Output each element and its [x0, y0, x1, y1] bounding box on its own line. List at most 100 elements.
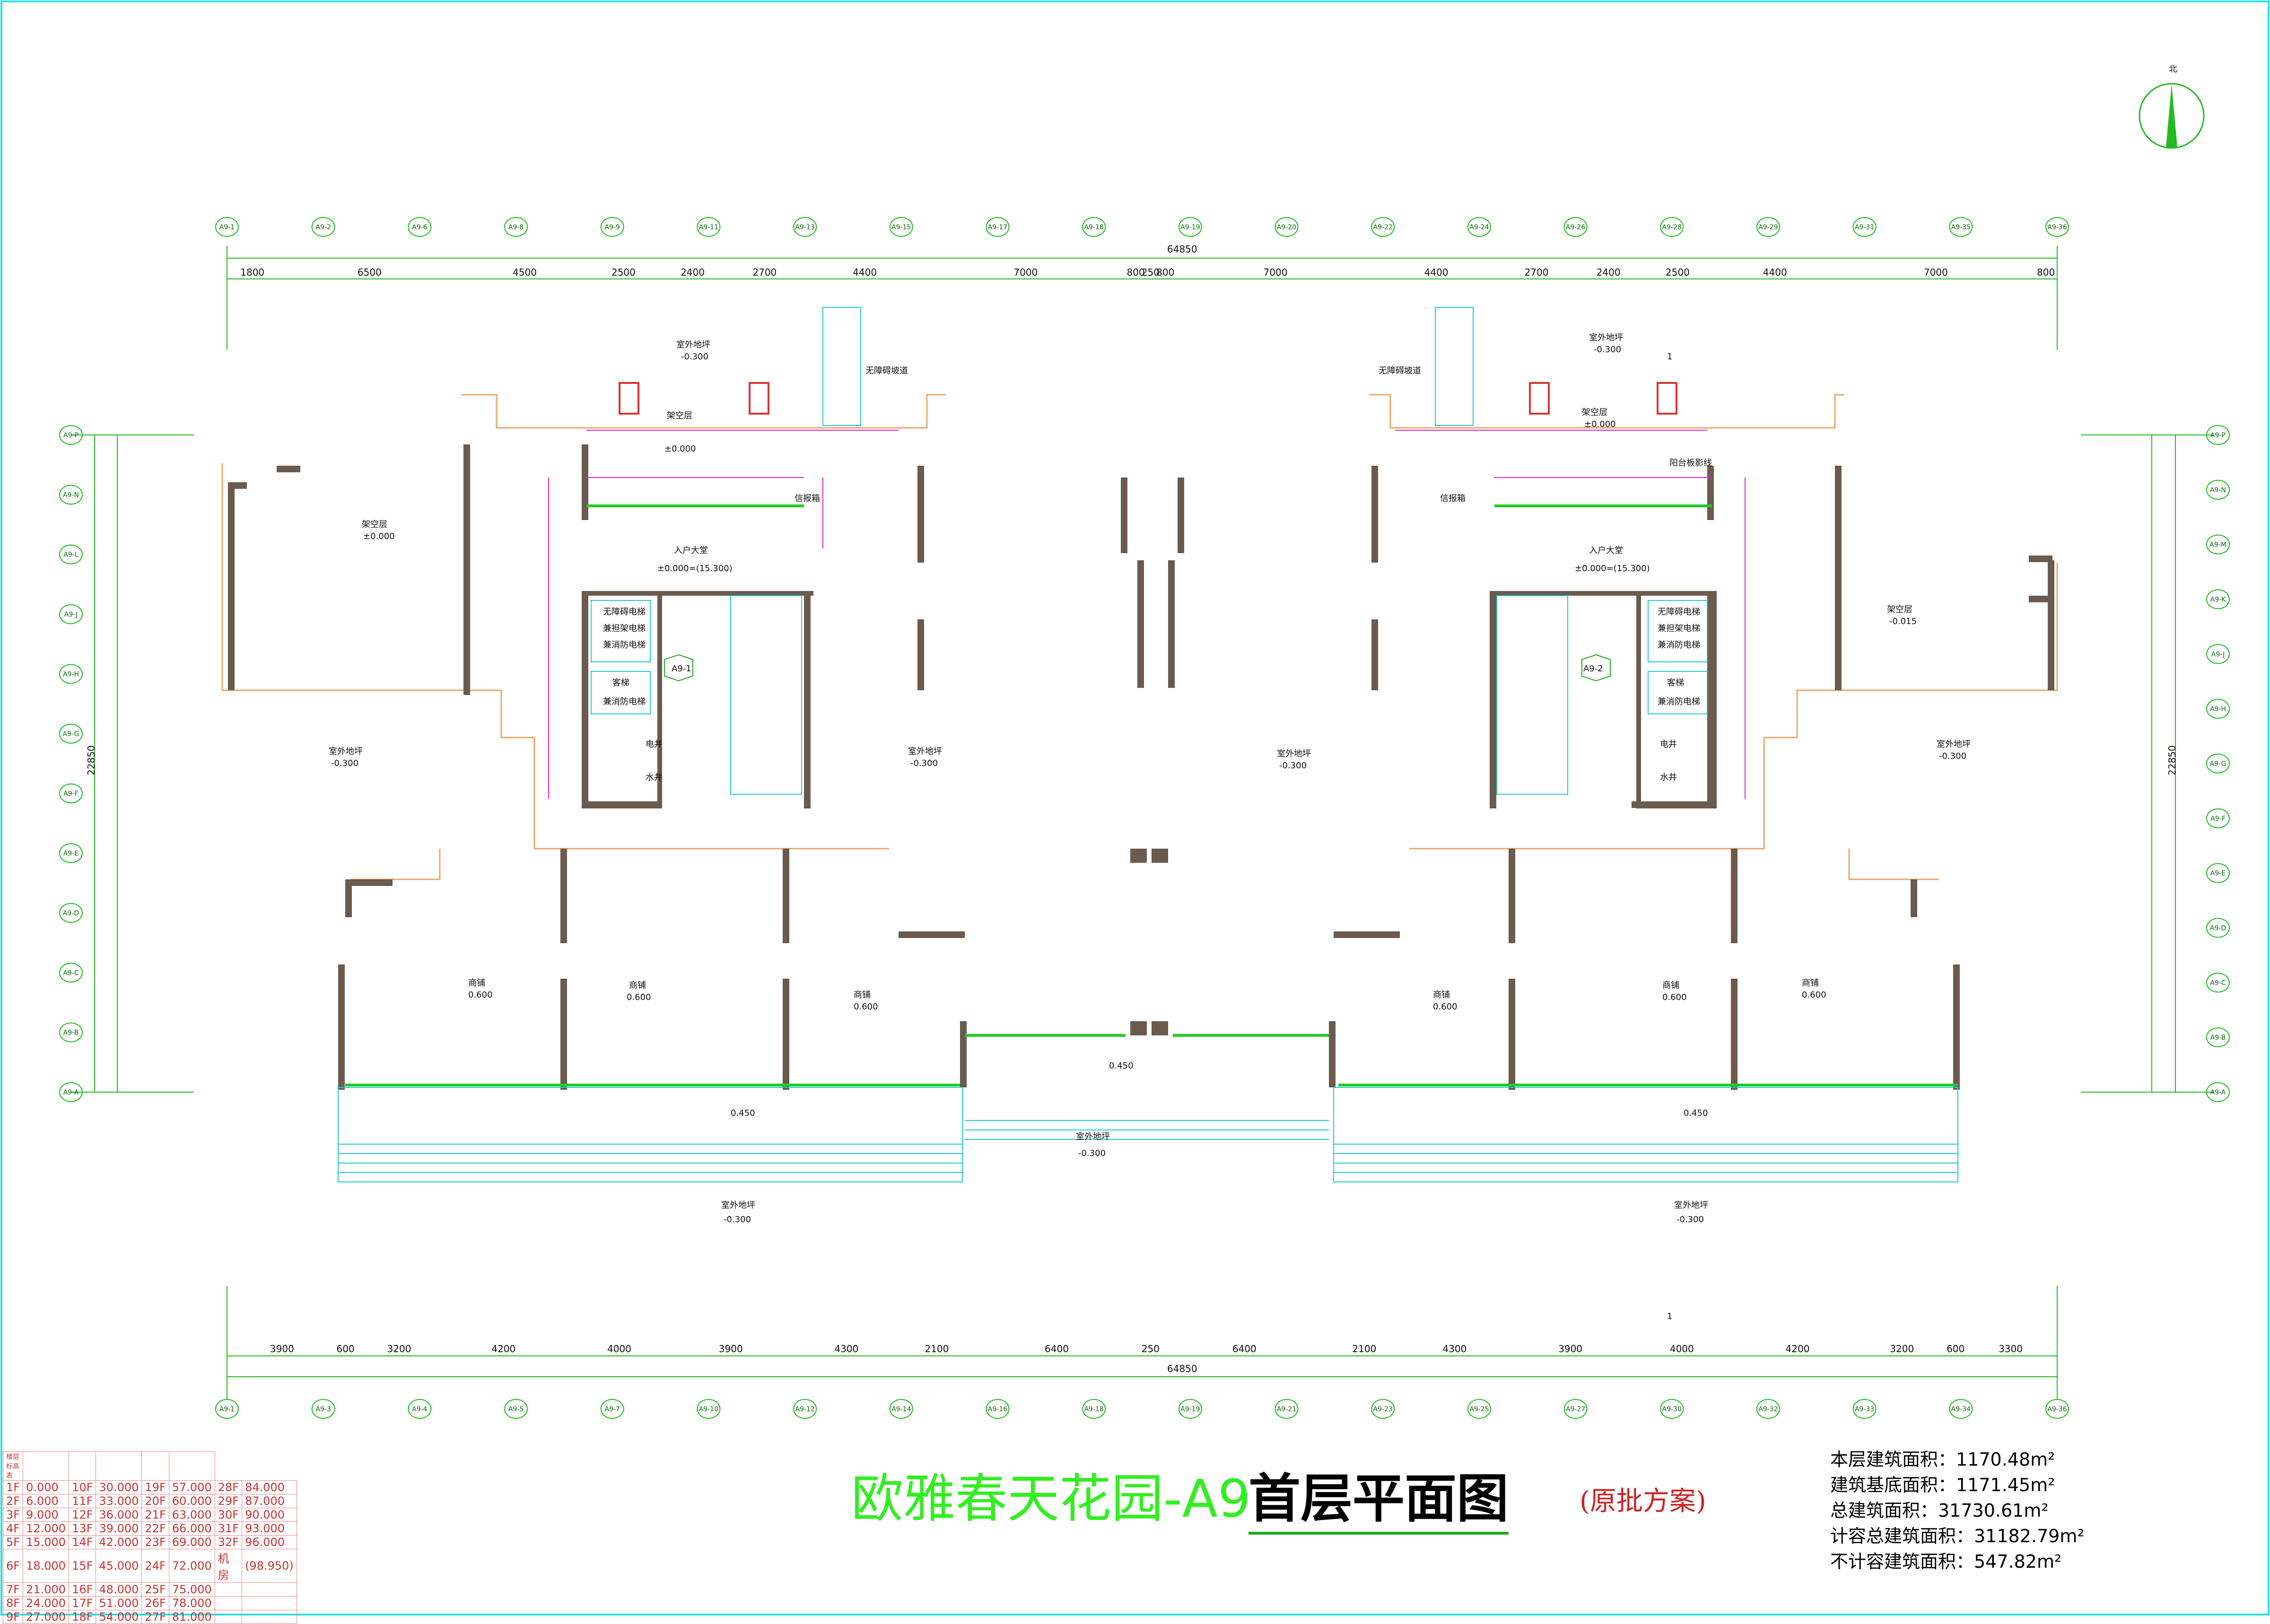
top-dimension-chain [227, 246, 2058, 350]
axis-label: A9-2 [315, 224, 331, 231]
axis-label: A9-21 [1277, 1406, 1296, 1413]
outdoor-label-tl: 室外地坪 [676, 340, 710, 350]
table-cell: 21.000 [23, 1582, 70, 1597]
axis-bubble [2206, 425, 2230, 445]
axis-label: A9-H [63, 670, 79, 678]
dimension-text: 250 [1142, 1343, 1160, 1355]
stilt-label-left: 架空层 [362, 520, 387, 530]
table-cell: 11F [69, 1494, 96, 1508]
table-cell: 75.000 [168, 1582, 215, 1597]
table-cell: 10F [69, 1480, 96, 1494]
axis-label: A9-12 [795, 1406, 814, 1413]
axis-label: A9-35 [1951, 224, 1971, 231]
axis-label: A9-H [2210, 705, 2226, 713]
table-cell: 78.000 [168, 1596, 215, 1610]
outdoor-label-mr: 室外地坪 [1937, 739, 1971, 749]
axis-bubble [2206, 644, 2230, 664]
axis-label: A9-N [63, 491, 79, 499]
dimension-text: 4400 [1424, 267, 1449, 278]
dimension-text: 2100 [925, 1343, 949, 1355]
shop-label-4: 商铺 [1433, 990, 1450, 1000]
axis-label: A9-17 [988, 224, 1007, 231]
shop-level-4: 0.600 [1433, 1002, 1458, 1012]
drawing-subtitle: 首层平面图 [1248, 1456, 1509, 1535]
dimension-text: 2500 [611, 267, 636, 278]
bottom-total-dim: 64850 [1167, 1363, 1197, 1374]
shop-level-5: 0.600 [1662, 992, 1687, 1002]
section-mark-bottom: 1 [1667, 1311, 1672, 1321]
table-cell: 7F [2, 1582, 24, 1597]
outdoor-level-tl: -0.300 [681, 352, 708, 362]
table-cell: 21F [141, 1508, 169, 1522]
axis-bubble [1756, 217, 1780, 237]
axis-label: A9-B [2210, 1034, 2226, 1042]
axis-label: A9-A [2210, 1089, 2226, 1096]
table-cell: 2F [2, 1494, 24, 1508]
dimension-text: 4500 [513, 267, 537, 278]
axis-label: A9-27 [1566, 1406, 1585, 1413]
axis-label: A9-25 [1469, 1406, 1489, 1413]
axis-label: A9-6 [412, 224, 428, 231]
table-cell: 33.000 [96, 1494, 142, 1508]
dimension-text: 6500 [358, 267, 382, 278]
axis-label: A9-13 [795, 224, 814, 231]
axis-label: A9-F [63, 790, 79, 798]
table-cell: 81.000 [168, 1610, 215, 1624]
axis-bubble [600, 217, 624, 237]
table-cell [214, 1582, 243, 1597]
axis-label: A9-31 [1855, 224, 1874, 231]
dimension-text: 2500 [1666, 267, 1690, 278]
dimension-text: 3900 [1558, 1343, 1582, 1355]
table-header-cell [168, 1451, 215, 1481]
axis-label: A9-15 [891, 224, 911, 231]
axis-label: A9-D [2210, 925, 2226, 932]
axis-bubble [59, 963, 83, 983]
stilt-level-left: ±0.000 [363, 531, 395, 541]
drawing-title: 欧雅春天花园-A9 [851, 1468, 1251, 1529]
dimension-text: 7000 [1264, 267, 1288, 278]
axis-label: A9-16 [988, 1406, 1007, 1413]
axis-label: A9-9 [605, 224, 620, 231]
axis-bubble [1563, 1399, 1588, 1419]
axis-label: A9-1 [219, 1406, 235, 1413]
axis-label: A9-32 [1758, 1406, 1778, 1413]
axis-bubble [2206, 754, 2230, 773]
axis-bubble [2206, 479, 2230, 500]
axis-label: A9-26 [1566, 224, 1585, 231]
table-cell: 51.000 [96, 1596, 142, 1610]
axis-bubble [889, 217, 913, 237]
dimension-text: 2100 [1352, 1343, 1376, 1355]
table-cell: 45.000 [96, 1549, 142, 1583]
lift-label-1: 无障碍电梯 [603, 607, 646, 617]
shop-label-5: 商铺 [1662, 981, 1679, 990]
axis-bubble [1852, 1399, 1877, 1419]
table-cell: 12.000 [23, 1521, 70, 1536]
axis-bubble [311, 1399, 335, 1419]
left-dimension-chain [71, 434, 194, 1093]
elec-shaft-left: 电井 [646, 739, 663, 749]
outdoor-level-m2: -0.300 [1279, 761, 1307, 771]
top-total-dim: 64850 [1167, 243, 1197, 255]
red-column-marks [619, 382, 1677, 415]
axis-bubble [2206, 589, 2230, 609]
table-cell: 20F [141, 1494, 169, 1508]
table-cell: 3F [2, 1508, 24, 1522]
axis-bubble [1275, 217, 1299, 237]
axis-label: A9-D [63, 910, 79, 917]
axis-bubble [2206, 1082, 2230, 1102]
shop-level-3: 0.600 [854, 1002, 878, 1012]
table-cell: 27.000 [23, 1610, 70, 1624]
axis-bubble [1949, 1399, 1973, 1419]
table-cell: 60.000 [168, 1494, 215, 1508]
outdoor-level-ml: -0.300 [331, 758, 358, 768]
mailbox-left: 信报箱 [794, 494, 820, 504]
shop-level-1: 0.600 [468, 990, 493, 1000]
axis-bubble [1178, 217, 1202, 237]
axis-bubble [59, 664, 83, 684]
axis-label: A9-18 [1084, 1406, 1103, 1413]
outdoor-level-mr: -0.300 [1939, 751, 1966, 761]
terrace-steps [338, 1087, 1958, 1182]
lift-label-5: 无障碍电梯 [1658, 607, 1700, 617]
